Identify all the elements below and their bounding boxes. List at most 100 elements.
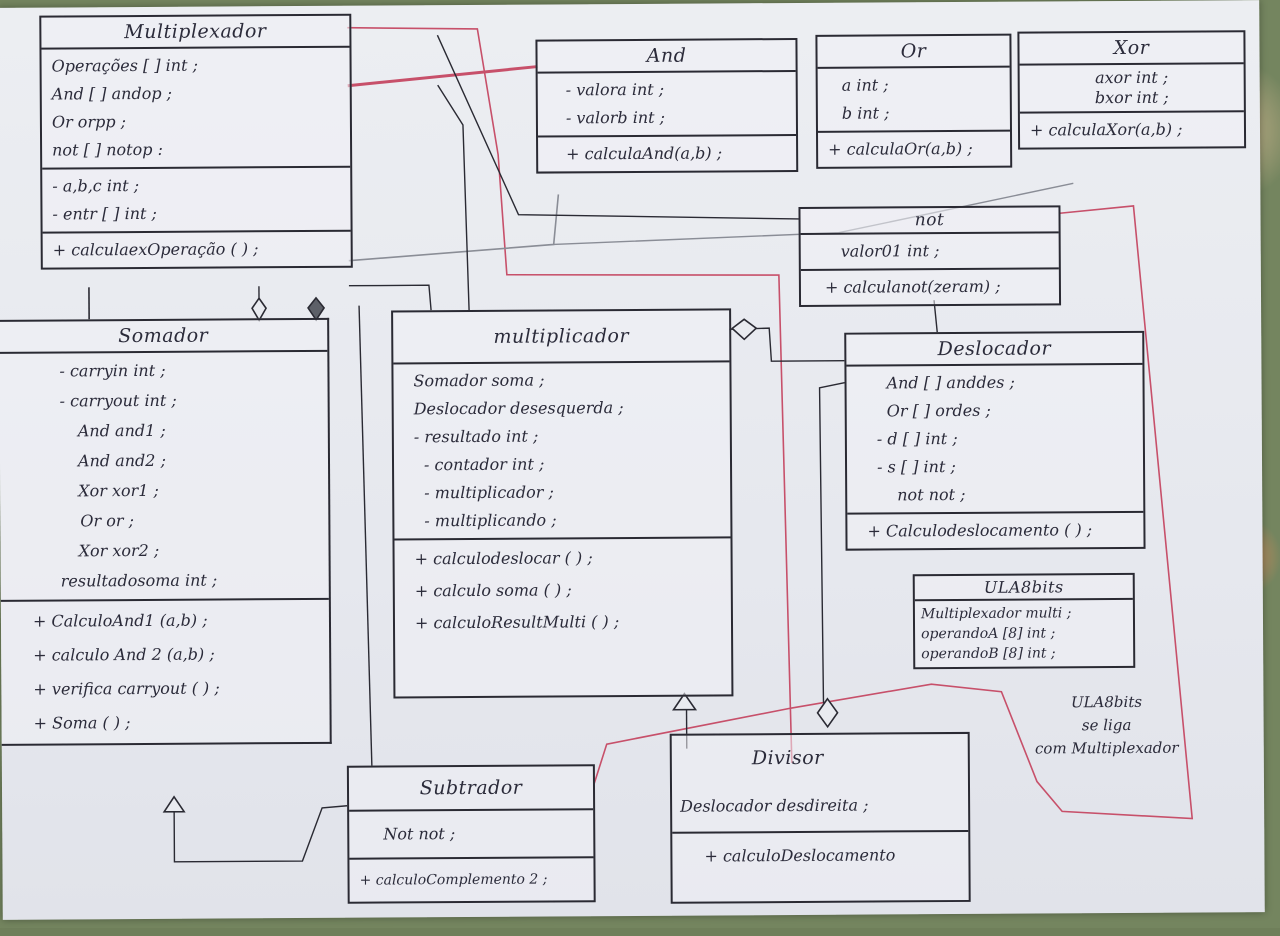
class-title: multiplicador (393, 310, 729, 364)
link-desloc-div (820, 383, 847, 703)
link-mult-desloc (729, 328, 844, 362)
method: + CalculoAnd1 (a,b) ; (33, 603, 319, 639)
attributes-section: valor01 int ; (801, 233, 1059, 271)
attributes-section: Multiplexador multi ; operandoA [8] int … (915, 600, 1133, 667)
generalization-arrow-somador (164, 797, 184, 812)
attribute: - resultado int ; (414, 421, 720, 451)
method: + calculaOr(a,b) ; (828, 135, 1000, 164)
methods-section: + calculaAnd(a,b) ; (538, 136, 796, 172)
method: + Soma ( ) ; (33, 705, 319, 741)
attribute: - carryin int ; (59, 355, 317, 387)
aggregation-diamond-mux (252, 298, 266, 320)
attribute: - valora int ; (566, 75, 786, 104)
class-title: And (537, 40, 795, 74)
attribute: operandoB [8] int ; (921, 643, 1127, 664)
attribute: axor int ; (1030, 67, 1234, 88)
attributes-section: a int ; b int ; (818, 68, 1010, 133)
attributes-section: Deslocador desdireita ; (672, 780, 968, 834)
link-mux-mult (349, 285, 431, 311)
attribute: - d [ ] int ; (877, 424, 1133, 454)
class-title: Subtrador (349, 766, 593, 811)
link-mux-down (438, 85, 469, 310)
methods-section: + calculoDeslocamento (672, 832, 968, 880)
attribute: Multiplexador multi ; (921, 603, 1127, 624)
method: + Calculodeslocamento ( ) ; (867, 516, 1133, 546)
class-title: Somador (0, 320, 327, 354)
method: + verifica carryout ( ) ; (33, 671, 319, 707)
class-somador[interactable]: Somador - carryin int ; - carryout int ;… (0, 318, 332, 746)
red-link-mux-and (348, 67, 538, 86)
class-divisor[interactable]: Divisor Deslocador desdireita ; + calcul… (670, 732, 971, 904)
attribute: Not not ; (383, 813, 583, 854)
methods-section: + calculaXor(a,b) ; (1020, 112, 1244, 147)
attribute: operandoA [8] int ; (921, 623, 1127, 644)
attribute: - valorb int ; (566, 103, 786, 132)
class-title: Xor (1019, 32, 1243, 65)
methods-section: + calculaOr(a,b) ; (818, 132, 1010, 167)
attributes-section: And [ ] anddes ; Or [ ] ordes ; - d [ ] … (846, 365, 1143, 515)
attribute: - multiplicador ; (414, 477, 720, 507)
method: + calculodeslocar ( ) ; (415, 541, 721, 575)
attribute: And and1 ; (60, 415, 318, 447)
method: + calculaXor(a,b) ; (1030, 115, 1234, 144)
method: + calculoDeslocamento (704, 835, 958, 877)
methods-section: + calculodeslocar ( ) ; + calculo soma (… (394, 538, 731, 642)
attributes-section: Not not ; (349, 810, 593, 859)
gray-link-mux-and (348, 194, 558, 260)
attribute: Deslocador desesquerda ; (414, 393, 720, 423)
class-deslocador[interactable]: Deslocador And [ ] anddes ; Or [ ] ordes… (844, 331, 1145, 551)
private-attributes-section: - a,b,c int ; - entr [ ] int ; (42, 168, 350, 234)
class-multiplicador[interactable]: multiplicador Somador soma ; Deslocador … (391, 308, 733, 698)
attribute: - a,b,c int ; (52, 171, 340, 201)
method: + calculo soma ( ) ; (415, 573, 721, 607)
attribute: not not ; (877, 480, 1133, 510)
methods-section: + CalculoAnd1 (a,b) ; + calculo And 2 (a… (1, 600, 330, 744)
attributes-section: Somador soma ; Deslocador desesquerda ; … (393, 362, 730, 540)
attribute: - entr [ ] int ; (52, 199, 340, 229)
attributes-section: Operações [ ] int ; And [ ] andop ; Or o… (41, 48, 350, 170)
attribute: Xor xor2 ; (60, 535, 318, 567)
class-ula8bits[interactable]: ULA8bits Multiplexador multi ; operandoA… (913, 573, 1136, 669)
class-subtrador[interactable]: Subtrador Not not ; + calculoComplemento… (347, 764, 596, 904)
attribute: Xor xor1 ; (60, 475, 318, 507)
class-not[interactable]: not valor01 int ; + calculanot(zeram) ; (798, 205, 1061, 307)
method: + calculaAnd(a,b) ; (566, 139, 786, 168)
class-xor[interactable]: Xor axor int ; bxor int ; + calculaXor(a… (1017, 30, 1246, 149)
method: + calculo And 2 (a,b) ; (33, 637, 319, 673)
attribute: And [ ] andop ; (52, 79, 340, 109)
class-title: Multiplexador (41, 16, 349, 50)
attribute: And and2 ; (60, 445, 318, 477)
class-or[interactable]: Or a int ; b int ; + calculaOr(a,b) ; (815, 34, 1012, 169)
attribute: - carryout int ; (60, 385, 318, 417)
attributes-section: - carryin int ; - carryout int ; And and… (0, 352, 329, 602)
class-title: Or (817, 36, 1009, 69)
link-sub-somador (174, 806, 347, 862)
attributes-section: - valora int ; - valorb int ; (538, 72, 796, 138)
attribute: - contador int ; (414, 449, 720, 479)
note-line: com Multiplexador (1032, 737, 1182, 761)
class-title: not (800, 207, 1058, 235)
note-line: ULA8bits (1031, 691, 1181, 715)
attribute: Or or ; (60, 505, 318, 537)
attribute: And [ ] anddes ; (876, 368, 1132, 398)
attribute: Operações [ ] int ; (52, 51, 340, 81)
aggregation-diamond-mult (732, 319, 756, 339)
methods-section: + calculaexOperação ( ) ; (43, 232, 351, 268)
class-title: Divisor (672, 734, 968, 782)
attribute: Somador soma ; (413, 365, 719, 395)
attribute: not [ ] notop : (52, 135, 340, 165)
composition-diamond-mux (308, 298, 324, 320)
class-title: Deslocador (846, 333, 1142, 367)
attribute: Or orpp ; (52, 107, 340, 137)
attribute: Deslocador desdireita ; (680, 783, 958, 829)
attribute: a int ; (842, 71, 1000, 100)
methods-section: + Calculodeslocamento ( ) ; (847, 513, 1143, 549)
method: + calculoResultMulti ( ) ; (415, 605, 721, 639)
method: + calculanot(zeram) ; (825, 272, 1049, 301)
attribute: - multiplicando ; (414, 505, 720, 535)
attribute: b int ; (842, 99, 1000, 128)
methods-section: + calculanot(zeram) ; (801, 269, 1059, 305)
class-multiplexador[interactable]: Multiplexador Operações [ ] int ; And [ … (39, 14, 353, 270)
class-and[interactable]: And - valora int ; - valorb int ; + calc… (535, 38, 798, 174)
paper-sheet: Multiplexador Operações [ ] int ; And [ … (0, 0, 1265, 920)
